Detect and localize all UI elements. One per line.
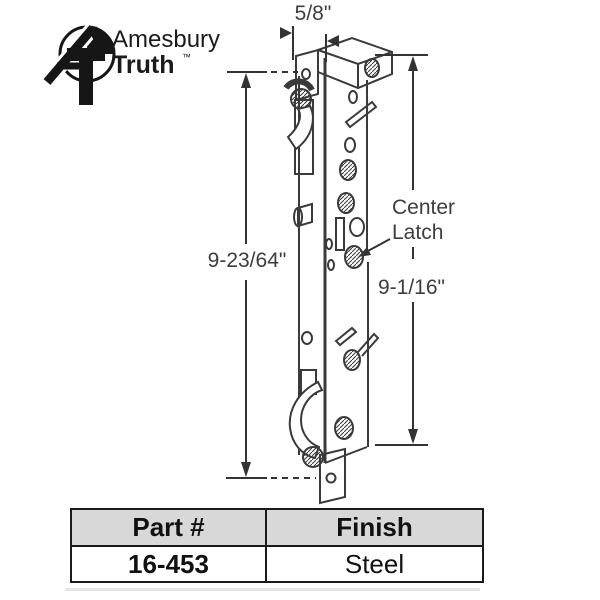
parts-table-data-row: 16-453 Steel — [70, 545, 484, 583]
top-hook — [286, 104, 314, 151]
top-tab — [295, 48, 319, 102]
brand-name-top: Amesbury — [112, 26, 220, 53]
brand-trademark: ™ — [182, 52, 191, 62]
hole-oval — [349, 217, 365, 237]
table-shadow-line — [65, 588, 480, 591]
dimension-overall-left — [226, 71, 316, 479]
brand-name-bottom: Truth — [112, 51, 175, 79]
parts-table-header-row: Part # Finish — [70, 508, 484, 547]
screw-boss-1 — [339, 159, 357, 181]
callout-line2: Latch — [392, 221, 443, 244]
bottom-hook-pivot — [302, 446, 324, 468]
screw-boss-3 — [343, 349, 361, 371]
pin-body — [297, 202, 313, 228]
bottom-hook — [288, 380, 324, 460]
cell-part-number: 16-453 — [70, 545, 267, 583]
header-finish: Finish — [265, 508, 484, 547]
vertical-slot — [335, 217, 345, 251]
hole-tiny-1 — [325, 238, 333, 250]
top-bracket-top-face — [317, 49, 393, 66]
bottom-plate — [319, 447, 346, 505]
top-bracket-screw — [364, 58, 380, 78]
header-part-number: Part # — [70, 508, 267, 547]
top-hook-cap — [283, 78, 315, 92]
parts-table: Part # Finish 16-453 Steel — [70, 508, 484, 583]
cell-finish: Steel — [265, 545, 484, 583]
dim-label-overall-left: 9-23/64" — [208, 249, 287, 272]
lower-linkage — [357, 332, 380, 357]
top-tab-hole — [301, 68, 311, 80]
hole-small-1 — [348, 90, 358, 104]
bottom-plate-hole — [325, 472, 337, 484]
center-latch — [344, 245, 364, 269]
dim-label-latch-right: 9-1/16" — [378, 276, 445, 299]
diagonal-slot — [334, 326, 358, 347]
upper-linkage — [344, 100, 378, 129]
hole-faceplate-low — [301, 331, 313, 345]
hole-tiny-2 — [327, 259, 335, 271]
dimension-top-width — [280, 26, 339, 62]
dimension-latch-right — [375, 54, 428, 446]
screw-boss-2 — [337, 192, 355, 214]
top-bracket — [317, 36, 393, 90]
pin-end — [293, 207, 303, 227]
dim-label-top-width: 5/8" — [295, 2, 332, 25]
screw-boss-4 — [334, 416, 354, 440]
hole-small-2 — [344, 137, 356, 153]
callout-line1: Center — [392, 196, 455, 219]
lock-body — [283, 36, 393, 505]
center-latch-callout: Center Latch — [358, 196, 455, 257]
at-monogram-icon — [41, 23, 116, 105]
amesbury-truth-logo: Amesbury Truth ™ — [41, 23, 220, 105]
